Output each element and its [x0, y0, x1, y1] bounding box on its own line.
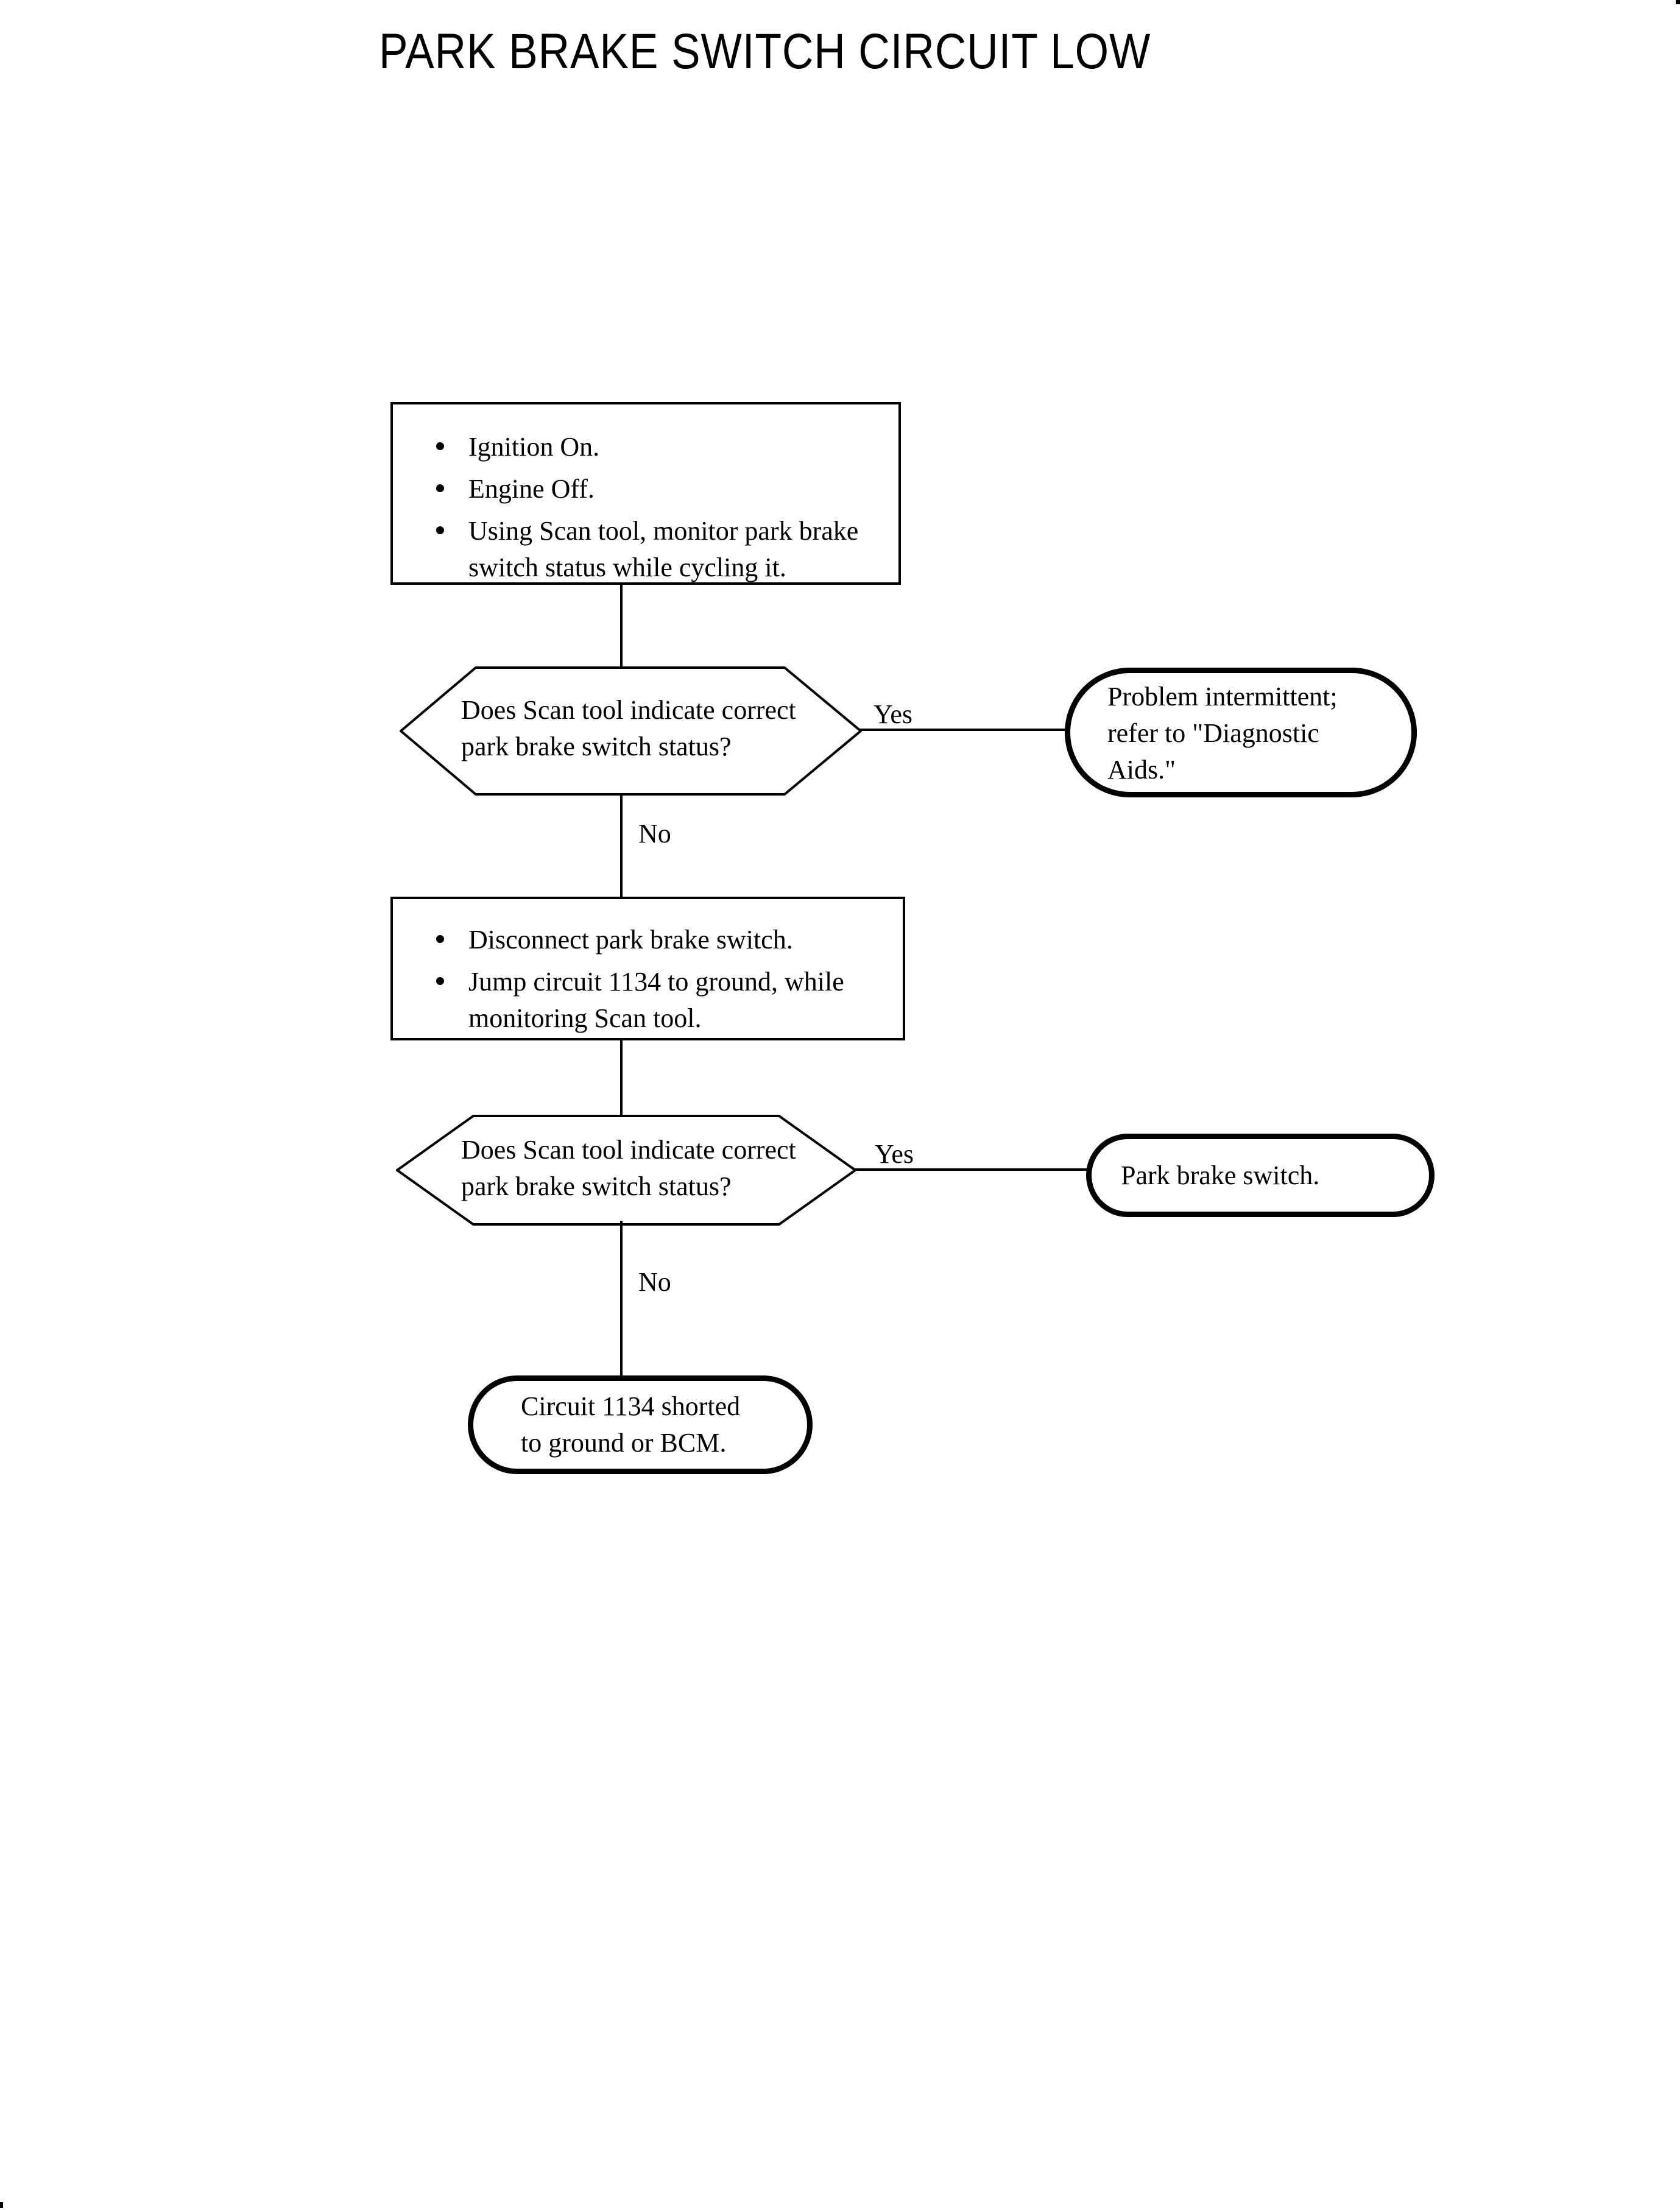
list-item-text: Jump circuit 1134 to ground, while monit… [468, 967, 844, 1033]
list-item: Ignition On. [436, 429, 880, 465]
terminal-circuit-shorted [468, 1375, 813, 1474]
action-box: Disconnect park brake switch. Jump circu… [390, 897, 905, 1040]
bullet-icon [436, 442, 444, 450]
bullet-icon [436, 526, 444, 534]
no-label-2: No [638, 1267, 671, 1297]
list-item-text: Using Scan tool, monitor park brake swit… [468, 516, 859, 582]
decision-1-hexagon [400, 666, 862, 796]
bullet-icon [436, 977, 444, 985]
page-title: PARK BRAKE SWITCH CIRCUIT LOW [379, 24, 1151, 79]
yes-label-2: Yes [875, 1139, 914, 1169]
connector-line [854, 1168, 1088, 1171]
decision-2-question: Does Scan tool indicate correct park bra… [461, 1135, 796, 1201]
connector-line [859, 729, 1067, 731]
scan-artifact-bottom-left [0, 2202, 3, 2208]
connector-line [620, 1221, 623, 1377]
list-item-text: Ignition On. [468, 432, 600, 462]
list-item: Engine Off. [436, 471, 880, 507]
terminal-circuit-shorted-text: Circuit 1134 shorted to ground or BCM. [521, 1391, 741, 1458]
action-list: Disconnect park brake switch. Jump circu… [436, 922, 884, 1037]
scan-artifact-top-right [1676, 0, 1680, 4]
connector-line [620, 584, 623, 669]
list-item-text: Disconnect park brake switch. [468, 925, 793, 955]
connector-line [620, 793, 623, 898]
list-item-text: Engine Off. [468, 474, 595, 504]
yes-label-1: Yes [874, 699, 913, 729]
start-conditions-box: Ignition On. Engine Off. Using Scan tool… [390, 402, 901, 585]
list-item: Using Scan tool, monitor park brake swit… [436, 513, 880, 586]
list-item: Jump circuit 1134 to ground, while monit… [436, 964, 884, 1037]
start-conditions-list: Ignition On. Engine Off. Using Scan tool… [436, 429, 880, 586]
list-item: Disconnect park brake switch. [436, 922, 884, 958]
terminal-diagnostic-aids [1065, 668, 1417, 797]
terminal-park-brake-switch [1086, 1134, 1435, 1217]
terminal-park-brake-switch-text: Park brake switch. [1121, 1160, 1320, 1190]
bullet-icon [436, 935, 444, 943]
connector-line [620, 1039, 623, 1118]
no-label-1: No [638, 819, 671, 849]
decision-1-question: Does Scan tool indicate correct park bra… [461, 695, 796, 761]
bullet-icon [436, 484, 444, 492]
terminal-diagnostic-aids-text: Problem intermittent; refer to "Diagnost… [1107, 682, 1338, 785]
